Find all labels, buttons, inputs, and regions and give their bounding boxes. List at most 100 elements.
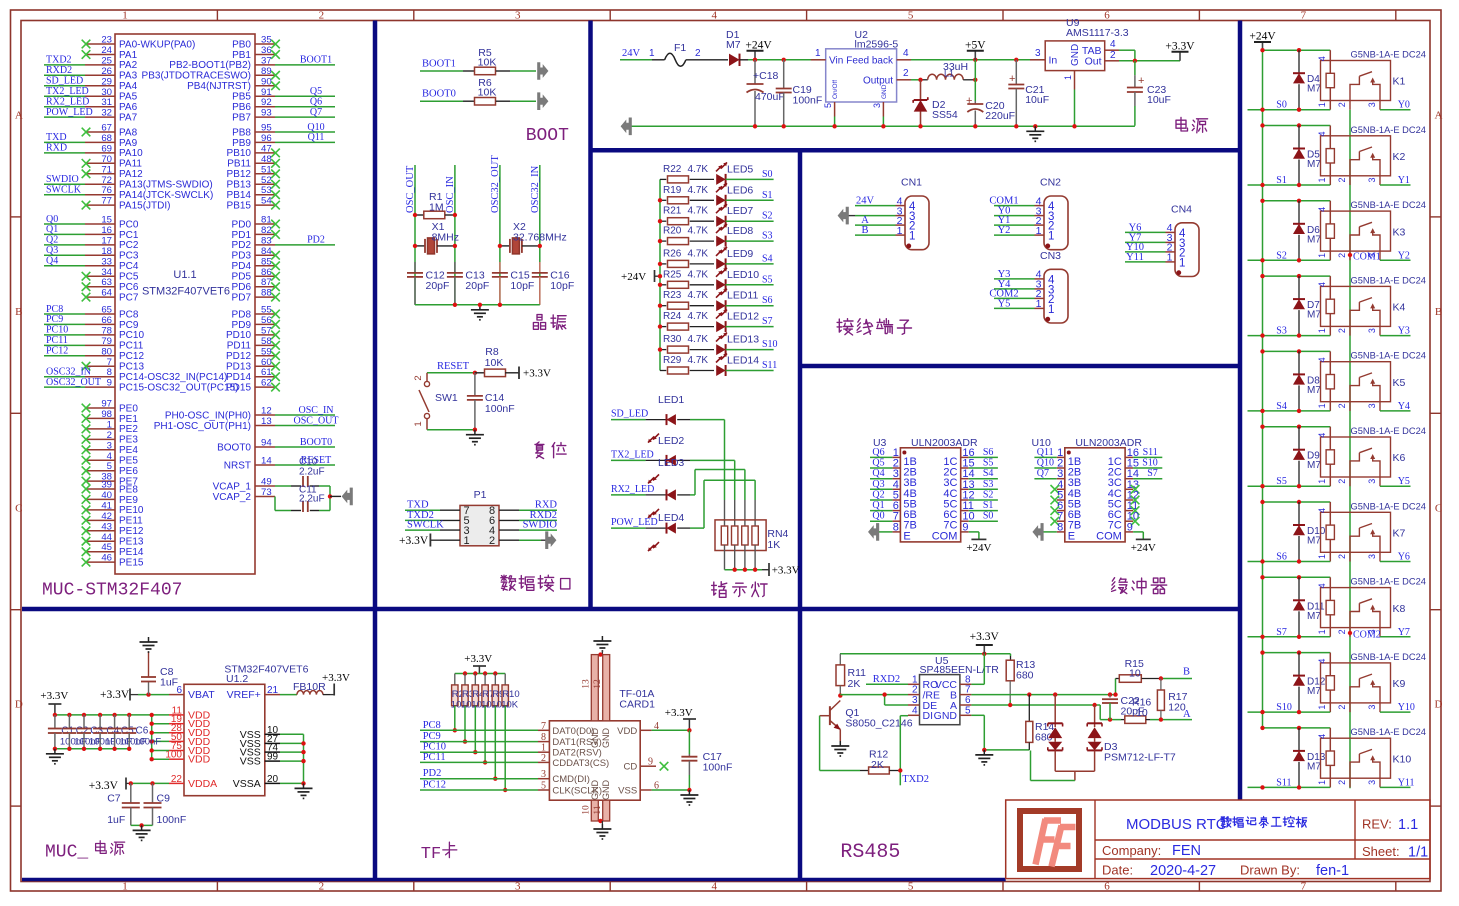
svg-text:B: B bbox=[1435, 306, 1442, 318]
svg-text:lm2596-5: lm2596-5 bbox=[855, 39, 899, 51]
svg-text:PD10: PD10 bbox=[226, 330, 251, 341]
svg-text:G5NB-1A-E DC24: G5NB-1A-E DC24 bbox=[1351, 727, 1426, 737]
svg-text:2: 2 bbox=[903, 68, 909, 79]
svg-text:+: + bbox=[1009, 73, 1015, 85]
svg-text:GND: GND bbox=[1070, 44, 1081, 66]
svg-text:27: 27 bbox=[267, 734, 279, 745]
svg-text:CDDAT3(CS): CDDAT3(CS) bbox=[552, 758, 609, 769]
svg-text:+3.3V: +3.3V bbox=[322, 672, 350, 684]
svg-text:6: 6 bbox=[893, 500, 899, 512]
svg-text:Q3: Q3 bbox=[872, 479, 884, 490]
svg-text:K1: K1 bbox=[1393, 76, 1406, 88]
svg-text:8: 8 bbox=[489, 505, 495, 517]
svg-text:10K: 10K bbox=[471, 700, 489, 711]
svg-text:G5NB-1A-E DC24: G5NB-1A-E DC24 bbox=[1351, 200, 1426, 210]
svg-text:2: 2 bbox=[1337, 780, 1347, 785]
svg-text:C3: C3 bbox=[90, 726, 103, 737]
svg-text:3: 3 bbox=[1367, 479, 1377, 484]
svg-text:94: 94 bbox=[261, 438, 272, 449]
svg-text:4: 4 bbox=[1317, 207, 1327, 212]
svg-text:POW_LED: POW_LED bbox=[611, 517, 658, 528]
svg-text:R16: R16 bbox=[1132, 697, 1151, 709]
svg-text:Y3: Y3 bbox=[1398, 326, 1410, 337]
svg-text:1: 1 bbox=[541, 743, 546, 754]
svg-text:4.7K: 4.7K bbox=[688, 334, 709, 345]
svg-text:100nF: 100nF bbox=[60, 737, 87, 748]
svg-text:C15: C15 bbox=[510, 270, 529, 282]
svg-text:Sheet:: Sheet: bbox=[1362, 844, 1400, 859]
svg-text:CARD1: CARD1 bbox=[619, 699, 655, 711]
svg-text:25: 25 bbox=[101, 55, 112, 66]
svg-text:42: 42 bbox=[101, 511, 112, 522]
svg-text:C: C bbox=[15, 502, 22, 514]
svg-text:4: 4 bbox=[897, 195, 903, 207]
svg-text:PD0: PD0 bbox=[232, 219, 252, 230]
svg-text:7: 7 bbox=[893, 511, 899, 523]
svg-text:M7: M7 bbox=[1307, 234, 1321, 245]
svg-text:20: 20 bbox=[267, 774, 279, 785]
svg-text:COM2: COM2 bbox=[1353, 630, 1381, 641]
svg-text:8: 8 bbox=[107, 367, 112, 378]
svg-text:13: 13 bbox=[582, 679, 592, 689]
svg-text:6C: 6C bbox=[943, 509, 957, 521]
svg-text:4: 4 bbox=[1317, 56, 1327, 61]
svg-text:DE: DE bbox=[923, 700, 938, 712]
svg-text:RS485: RS485 bbox=[840, 841, 900, 864]
svg-text:PC5: PC5 bbox=[119, 272, 139, 283]
svg-text:VREF+: VREF+ bbox=[227, 689, 261, 701]
svg-text:R24: R24 bbox=[663, 311, 682, 322]
svg-text:L1: L1 bbox=[944, 69, 954, 79]
svg-text:1: 1 bbox=[1167, 252, 1173, 264]
svg-text:S5: S5 bbox=[983, 458, 994, 469]
svg-text:M7: M7 bbox=[1307, 385, 1321, 396]
svg-text:S7: S7 bbox=[762, 316, 773, 327]
svg-text:4: 4 bbox=[893, 479, 899, 491]
svg-text:S5: S5 bbox=[1276, 476, 1287, 487]
svg-text:PC4: PC4 bbox=[119, 261, 139, 272]
svg-text:24V: 24V bbox=[856, 196, 875, 207]
svg-text:3: 3 bbox=[1036, 279, 1042, 291]
svg-text:Y2: Y2 bbox=[1398, 250, 1410, 261]
svg-text:D13: D13 bbox=[1307, 752, 1326, 763]
svg-text:Q2: Q2 bbox=[872, 490, 884, 501]
svg-text:10: 10 bbox=[267, 725, 279, 736]
svg-text:2: 2 bbox=[413, 375, 424, 380]
svg-text:X2: X2 bbox=[513, 221, 526, 233]
svg-text:2.2uF: 2.2uF bbox=[299, 494, 325, 505]
svg-text:R17: R17 bbox=[1168, 691, 1187, 703]
svg-text:1: 1 bbox=[897, 225, 903, 237]
svg-text:PB9: PB9 bbox=[232, 138, 251, 149]
svg-text:8: 8 bbox=[965, 674, 971, 685]
svg-text:PB5: PB5 bbox=[232, 92, 251, 103]
svg-text:G5NB-1A-E DC24: G5NB-1A-E DC24 bbox=[1351, 652, 1426, 662]
svg-text:3: 3 bbox=[1367, 780, 1377, 785]
svg-text:TXD: TXD bbox=[46, 132, 67, 143]
svg-text:1B: 1B bbox=[903, 456, 916, 468]
svg-text:R4: R4 bbox=[472, 689, 484, 700]
svg-text:Y6: Y6 bbox=[1129, 222, 1142, 233]
svg-text:9: 9 bbox=[107, 378, 112, 389]
svg-text:B: B bbox=[950, 689, 957, 701]
svg-text:S0: S0 bbox=[762, 169, 773, 180]
svg-text:4: 4 bbox=[711, 881, 717, 893]
svg-text:BOOT0: BOOT0 bbox=[422, 89, 456, 100]
svg-text:OSC32_IN: OSC32_IN bbox=[46, 367, 91, 378]
svg-text:3: 3 bbox=[1367, 177, 1377, 182]
svg-text:3: 3 bbox=[1057, 468, 1063, 480]
svg-text:S10: S10 bbox=[762, 339, 778, 350]
svg-text:8: 8 bbox=[893, 521, 899, 533]
svg-text:S10: S10 bbox=[1276, 702, 1292, 713]
svg-text:1: 1 bbox=[1317, 328, 1327, 333]
svg-text:58: 58 bbox=[261, 336, 272, 347]
svg-text:R20: R20 bbox=[663, 226, 682, 237]
svg-text:10: 10 bbox=[962, 511, 974, 523]
svg-text:6: 6 bbox=[965, 695, 971, 706]
svg-text:S6: S6 bbox=[1276, 552, 1287, 563]
svg-text:PC12: PC12 bbox=[423, 780, 446, 791]
svg-text:8: 8 bbox=[1057, 521, 1063, 533]
svg-text:LED9: LED9 bbox=[727, 248, 753, 260]
svg-text:3: 3 bbox=[1367, 554, 1377, 559]
svg-text:1: 1 bbox=[815, 48, 821, 59]
svg-text:1: 1 bbox=[1317, 479, 1327, 484]
svg-text:C: C bbox=[1435, 502, 1442, 514]
